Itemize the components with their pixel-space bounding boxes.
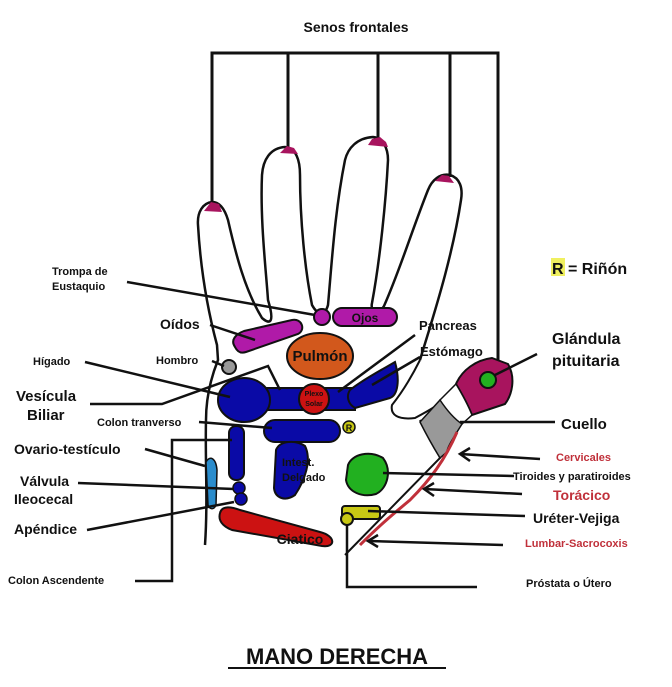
label-intest: Intest. [282,457,314,469]
label-colon-ascendente: Colon Ascendente [8,575,104,587]
fingertip-index [435,175,454,183]
label-ureter: Uréter-Vejiga [533,510,620,526]
label-tiroides: Tiroides y paratiroides [513,471,631,483]
tiroides-zone [344,452,389,497]
ojos-zone [332,307,398,327]
pulmon-zone [286,332,354,380]
label-prostata: Próstata o Útero [526,577,612,590]
legend-text: = Riñón [568,261,627,278]
label-trompa-2: Eustaquio [52,281,105,293]
label-plexo: Plexo [305,391,324,398]
ovario-testiculo-zone [205,457,218,510]
hombro-zone [221,359,237,375]
label-apendice: Apéndice [14,521,77,537]
label-colon-transverso: Colon tranverso [97,417,182,429]
fingertip-middle [368,137,388,147]
valvula-ileocecal-zone [232,481,246,495]
fingertip-little [204,202,222,212]
label-ojos: Ojos [352,311,379,325]
label-valvula-2: Ileocecal [14,491,73,507]
glandula-pituitaria-dot [479,371,497,389]
label-vesicula-1: Vesícula [16,388,77,405]
vesicula-biliar-zone [217,377,271,423]
label-pulmon: Pulmón [293,348,348,365]
fingertip-ring [280,146,298,154]
right-labels: R = Riñón Páncreas Estómago Glándula pit… [419,258,631,590]
label-glandula-2: pituitaria [552,353,620,370]
label-toracico: Torácico [553,487,610,503]
legend-symbol: R [552,261,564,278]
label-pancreas: Páncreas [419,318,477,333]
colon-transverso-zone [263,419,341,443]
trompa-eustaquio-zone [313,308,331,326]
label-rinon-marker: R [346,423,353,433]
apendice-zone [234,492,248,506]
label-cuello: Cuello [561,416,607,433]
rinon-marker [342,420,356,434]
plexo-solar-zone [298,383,330,415]
label-glandula-1: Glándula [552,331,621,348]
label-vesicula-2: Biliar [27,407,65,424]
leader-lines [77,280,555,589]
label-ovario: Ovario-testículo [14,441,121,457]
ciatico-zone [218,506,334,548]
spine-arrows [365,446,541,549]
label-estomago: Estómago [420,344,483,359]
senos-frontales-connector [210,51,500,385]
label-ciatico: Ciatico [277,531,324,547]
spine-line [358,431,459,547]
label-valvula-1: Válvula [20,473,69,489]
fingertips [204,137,454,212]
label-delgado: Delgado [282,472,326,484]
prostata-zone [340,512,354,526]
colon-ascendente-zone [228,425,245,481]
label-trompa-1: Trompa de [52,266,108,278]
oidos-zone [232,318,304,354]
left-labels: Trompa de Eustaquio Oídos Hígado Hombro … [8,266,200,587]
label-higado: Hígado [33,356,71,368]
label-solar: Solar [305,401,323,408]
label-lumbar: Lumbar-Sacrocoxis [525,538,628,550]
label-hombro: Hombro [156,355,198,367]
intestino-delgado-zone [272,440,309,500]
label-oidos: Oídos [160,316,200,332]
label-senos-frontales: Senos frontales [303,19,408,35]
label-cervicales: Cervicales [556,452,611,464]
legend-highlight [551,258,565,276]
page-title: MANO DERECHA [246,644,428,669]
